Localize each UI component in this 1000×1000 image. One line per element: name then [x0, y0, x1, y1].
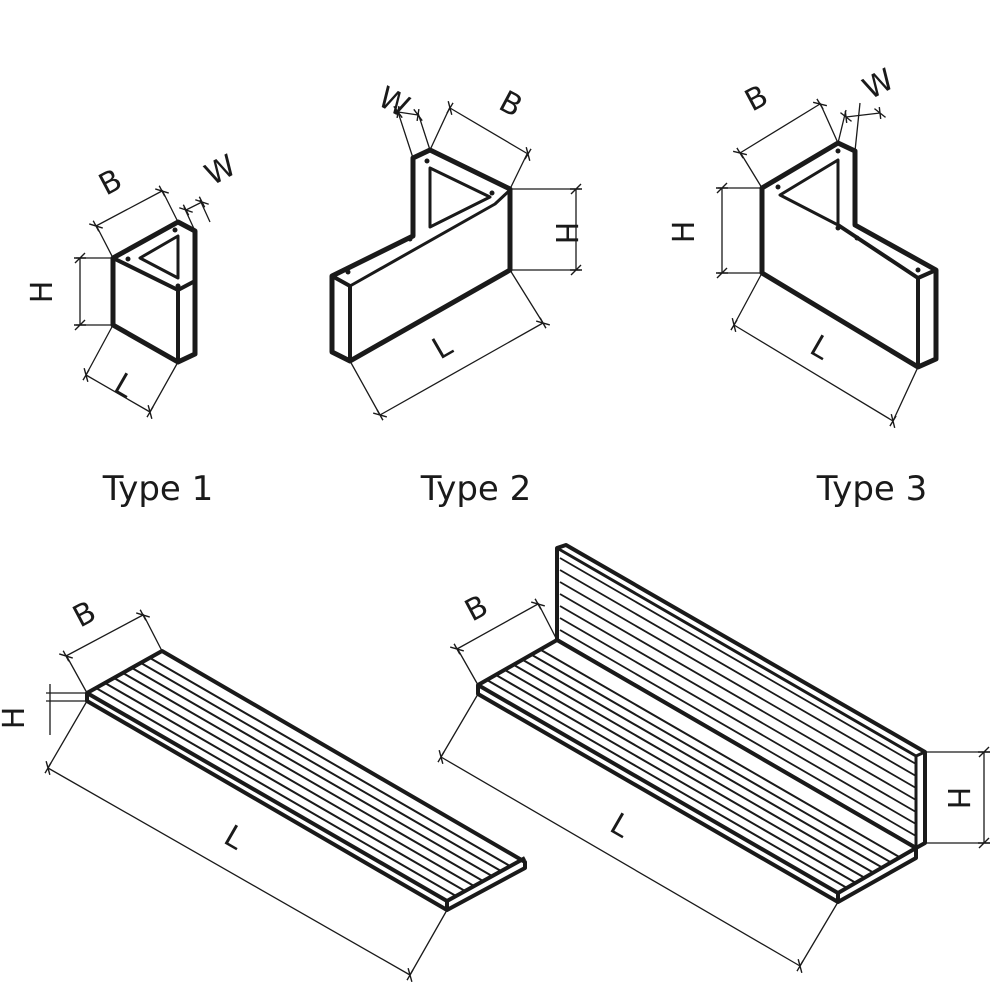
- flat-profile: B H L: [0, 594, 527, 983]
- type1-dim-W: W: [199, 148, 242, 193]
- type1-dim-H: H: [25, 281, 60, 304]
- type1-dim-B: B: [93, 162, 128, 203]
- type2-dim-L: L: [427, 328, 459, 367]
- type1-caption: Type 1: [102, 469, 214, 509]
- type1-dim-L: L: [108, 367, 140, 406]
- type1-profile: B W H L Type 1: [25, 148, 242, 509]
- type3-dim-L: L: [804, 329, 836, 368]
- type3-dim-H: H: [667, 221, 702, 244]
- flat-dim-H: H: [0, 707, 32, 730]
- angle-profile: B H L: [437, 543, 990, 974]
- type2-dim-W: W: [372, 80, 415, 125]
- angle-dimensions: [437, 598, 990, 974]
- type2-dim-H: H: [548, 222, 583, 245]
- type2-caption: Type 2: [420, 469, 532, 509]
- type3-profile: B W H L Type 3: [667, 62, 939, 509]
- angle-dim-B: B: [459, 588, 494, 629]
- type2-dimensions: [349, 100, 582, 421]
- flat-dimensions: [44, 609, 448, 983]
- type3-shape: [759, 140, 939, 370]
- type3-caption: Type 3: [816, 469, 928, 509]
- angle-shape: [476, 543, 927, 904]
- flat-dim-L: L: [218, 819, 250, 858]
- type1-shape: [110, 219, 198, 365]
- type3-dim-W: W: [857, 62, 900, 107]
- angle-dim-L: L: [604, 807, 636, 846]
- type3-dimensions: [716, 98, 919, 429]
- flat-dim-B: B: [67, 594, 102, 635]
- type1-dimensions: [74, 185, 211, 420]
- flat-shape: [85, 649, 527, 912]
- type2-dim-B: B: [493, 84, 528, 125]
- angle-dim-H: H: [940, 787, 975, 810]
- type3-dim-B: B: [739, 78, 774, 119]
- type2-profile: W B H L Type 2: [329, 80, 583, 509]
- type2-shape: [329, 147, 513, 364]
